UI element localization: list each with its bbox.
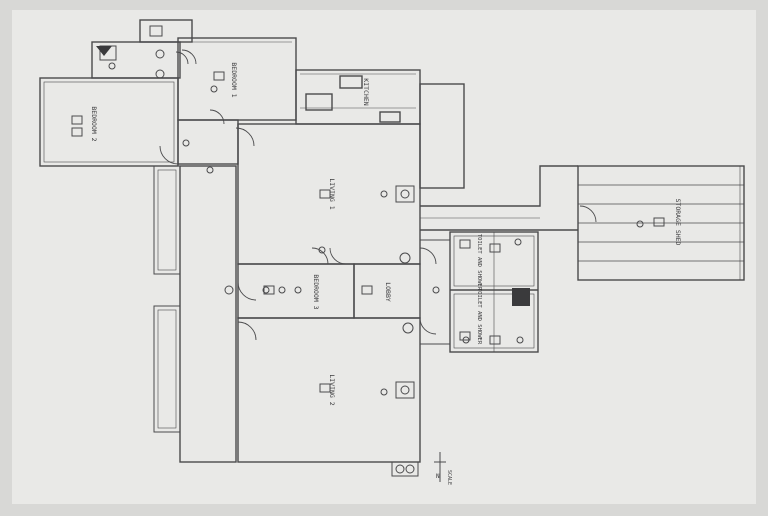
label-toilet-shower-2: TOILET AND SHOWER xyxy=(476,288,482,345)
label-bedroom-3: BEDROOM 3 xyxy=(312,274,320,309)
stair-block xyxy=(512,288,530,306)
scale-marker xyxy=(434,452,446,482)
bath-top-left xyxy=(91,41,181,79)
walls xyxy=(39,19,745,463)
label-bedroom-2: BEDROOM 2 xyxy=(90,106,98,141)
scale-label: SCALE xyxy=(446,470,452,485)
label-bedroom-1: BEDROOM 1 xyxy=(230,62,238,97)
bath-top xyxy=(139,19,193,43)
north-label: N xyxy=(436,473,440,480)
label-toilet-shower-1: TOILET AND SHOWER xyxy=(476,234,482,291)
fixtures xyxy=(71,25,665,477)
label-lobby: LOBBY xyxy=(384,282,392,302)
room-living-2 xyxy=(237,317,421,463)
label-living-1: LIVING 1 xyxy=(328,178,336,209)
corner-fixture xyxy=(96,46,112,56)
label-kitchen: KITCHEN xyxy=(362,78,370,105)
paper xyxy=(12,10,756,504)
label-living-2: LIVING 2 xyxy=(328,374,336,405)
label-storage-shed: STORAGE SHED xyxy=(674,199,682,246)
room-labels: BEDROOM 2 BEDROOM 1 KITCHEN LIVING 1 BED… xyxy=(90,62,682,405)
porch-top xyxy=(419,83,465,189)
